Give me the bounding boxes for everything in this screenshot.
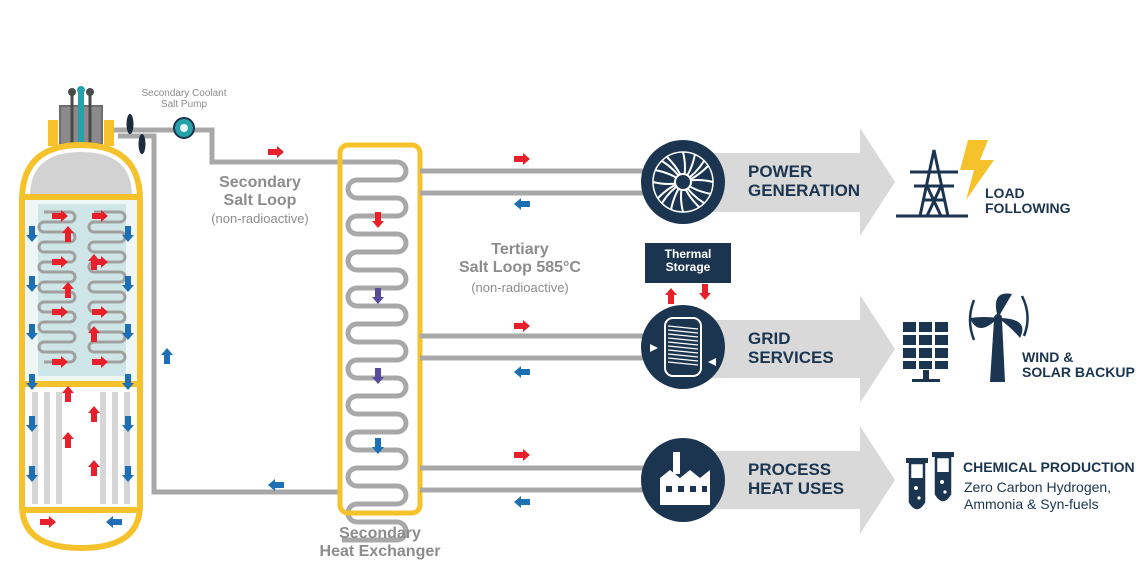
turbine-icon xyxy=(641,140,725,224)
pump-label-line-2: Salt Pump xyxy=(160,99,208,110)
grid-services-title: GRID SERVICES xyxy=(748,329,834,367)
pump-label: Secondary Coolant Salt Pump xyxy=(134,88,234,110)
pump-label-line-1: Secondary Coolant xyxy=(141,88,227,99)
chemical-production-title: CHEMICAL PRODUCTION xyxy=(963,459,1135,475)
load-following-label: LOAD FOLLOWING xyxy=(985,185,1071,217)
process-heat-title-line-2: HEAT USES xyxy=(748,478,845,498)
power-generation-title: POWER GENERATION xyxy=(748,162,861,200)
wind-turbine-icon xyxy=(968,293,1029,382)
thermal-tank-icon xyxy=(641,305,725,389)
tertiary-loop-piping xyxy=(420,168,650,493)
tertiary-loop-label-line-2: Salt Loop 585°C xyxy=(459,258,581,276)
chemical-production-detail: Zero Carbon Hydrogen, Ammonia & Syn-fuel… xyxy=(964,479,1111,513)
wind-solar-backup-label-line-2: SOLAR BACKUP xyxy=(1022,364,1135,381)
output-chevrons xyxy=(690,128,895,534)
power-generation-title-line-1: POWER xyxy=(748,162,813,181)
wind-solar-backup-label-line-1: WIND & xyxy=(1022,349,1074,365)
heat-exchanger-label: Secondary Heat Exchanger xyxy=(300,525,460,560)
thermal-storage-label-line-2: Storage xyxy=(665,260,711,275)
secondary-loop-label-line-1: Secondary xyxy=(219,174,301,191)
secondary-flow-arrow-hot xyxy=(268,146,284,158)
secondary-loop-note: (non-radioactive) xyxy=(211,211,309,226)
tertiary-loop-note: (non-radioactive) xyxy=(471,280,569,295)
heat-exchanger-label-line-1: Secondary xyxy=(339,525,421,542)
secondary-heat-exchanger-icon xyxy=(337,142,423,543)
chemical-production-detail-line-1: Zero Carbon Hydrogen, xyxy=(964,479,1112,495)
tertiary-loop-label: Tertiary Salt Loop 585°C xyxy=(440,241,600,276)
thermal-storage-box xyxy=(645,243,731,283)
reactor-vessel-icon xyxy=(19,86,143,552)
wind-solar-backup-label: WIND & SOLAR BACKUP xyxy=(1022,349,1135,381)
tertiary-loop-label-line-1: Tertiary xyxy=(491,241,549,258)
power-generation-title-line-2: GENERATION xyxy=(748,180,861,200)
grid-services-title-line-2: SERVICES xyxy=(748,347,834,367)
load-following-label-line-2: FOLLOWING xyxy=(985,200,1071,217)
chemical-production-detail-line-2: Ammonia & Syn-fuels xyxy=(964,495,1099,512)
secondary-loop-label-line-2: Salt Loop xyxy=(223,191,297,209)
salt-pump-icon xyxy=(126,114,195,154)
secondary-flow-arrow-cold xyxy=(268,479,284,491)
thermal-storage-label-line-1: Thermal xyxy=(664,247,712,261)
process-heat-title-line-1: PROCESS xyxy=(748,460,832,479)
lightning-bolt-icon xyxy=(960,140,994,200)
solar-panel-icon xyxy=(903,322,948,382)
factory-icon xyxy=(641,438,725,522)
grid-services-title-line-1: GRID xyxy=(748,329,791,348)
secondary-return-arrow xyxy=(161,348,173,364)
test-tubes-icon xyxy=(906,452,954,510)
thermal-storage-label: Thermal Storage xyxy=(645,247,731,275)
transmission-tower-icon xyxy=(896,149,968,218)
process-heat-title: PROCESS HEAT USES xyxy=(748,460,845,498)
secondary-loop-piping xyxy=(114,127,342,495)
load-following-label-line-1: LOAD xyxy=(985,185,1025,201)
secondary-loop-label: Secondary Salt Loop xyxy=(198,174,322,209)
heat-exchanger-label-line-2: Heat Exchanger xyxy=(319,542,441,560)
